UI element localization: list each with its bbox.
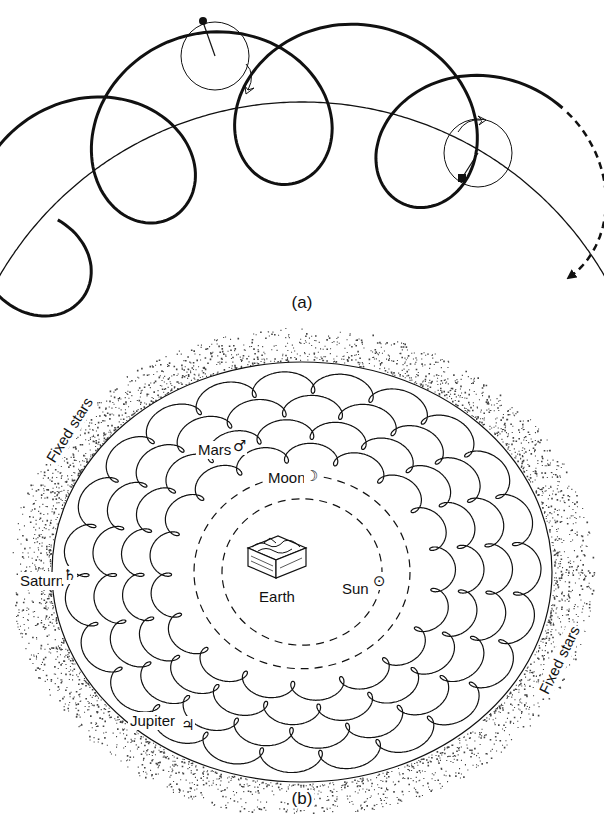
planet-name: Moon [266, 469, 308, 487]
planet-name: Mars [196, 441, 233, 459]
panel-label: (a) [290, 294, 315, 312]
planet-name: Jupiter [128, 712, 177, 730]
planet-name: Sun [340, 580, 371, 598]
planet-orbits [52, 362, 552, 782]
epicycle-path [0, 24, 563, 316]
fixed-stars-label: Fixed stars [42, 392, 98, 467]
planet-name: Saturn [18, 572, 66, 590]
panel-label: (b) [290, 790, 315, 808]
earth-block [248, 536, 306, 578]
planet-symbol: ♂ [232, 437, 247, 455]
epicycle-path-dashed [567, 112, 604, 278]
earth-label: Earth [257, 588, 297, 606]
planet-symbol: ♃ [180, 716, 195, 734]
epicycle-circles [181, 17, 512, 187]
planet-symbol: ☽ [304, 467, 319, 485]
fixed-stars-stipple [13, 328, 595, 814]
planet-symbol: ⊙ [372, 572, 387, 590]
planet-symbol: ♄ [62, 566, 77, 584]
